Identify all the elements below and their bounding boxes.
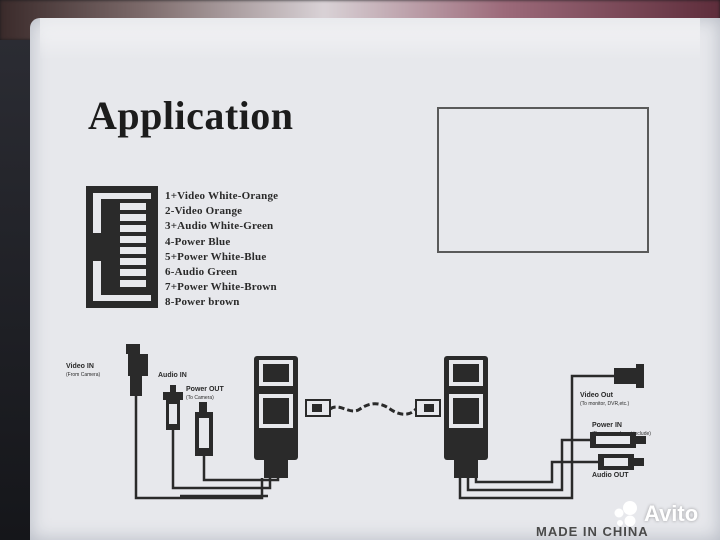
made-in-text: MADE IN CHINA — [536, 524, 649, 539]
bnc-connector-left-icon — [126, 344, 148, 396]
audio-in-label: Audio IN — [158, 372, 187, 379]
bnc-connector-right-icon — [614, 364, 644, 388]
pin-item: 1+Video White-Orange — [165, 190, 279, 202]
pin-item: 5+Power White-Blue — [165, 250, 267, 263]
pin-item: 7+Power White-Brown — [165, 281, 277, 294]
page-title: Application — [88, 93, 294, 138]
power-in-label: Power IN (Power supply not include) — [592, 422, 651, 437]
video-in-label: Video IN (From Camera) — [66, 363, 101, 378]
pin-list: 1+Video White-Orange 2-Video Orange 3+Au… — [165, 189, 278, 311]
blank-label-box — [437, 107, 649, 253]
power-out-label: Power OUT (To Camera) — [186, 386, 224, 401]
pin-item: 4-Power Blue — [165, 235, 231, 248]
audio-out-label: Audio OUT — [592, 472, 629, 479]
avito-logo-icon — [614, 501, 637, 527]
pin-item: 3+Audio White-Green — [165, 220, 274, 233]
plastic-glare — [40, 18, 700, 60]
pin-item: 2-Video Orange — [165, 205, 243, 218]
video-balun-right-icon — [444, 356, 488, 478]
pin-item: 6-Audio Green — [165, 266, 238, 279]
pin-item: 8-Power brown — [165, 296, 240, 309]
avito-watermark: Avito — [612, 500, 698, 528]
video-balun-left-icon — [254, 356, 298, 478]
watermark-text: Avito — [644, 501, 699, 526]
video-out-label: Video Out (To monitor, DVR,etc.) — [580, 392, 630, 407]
